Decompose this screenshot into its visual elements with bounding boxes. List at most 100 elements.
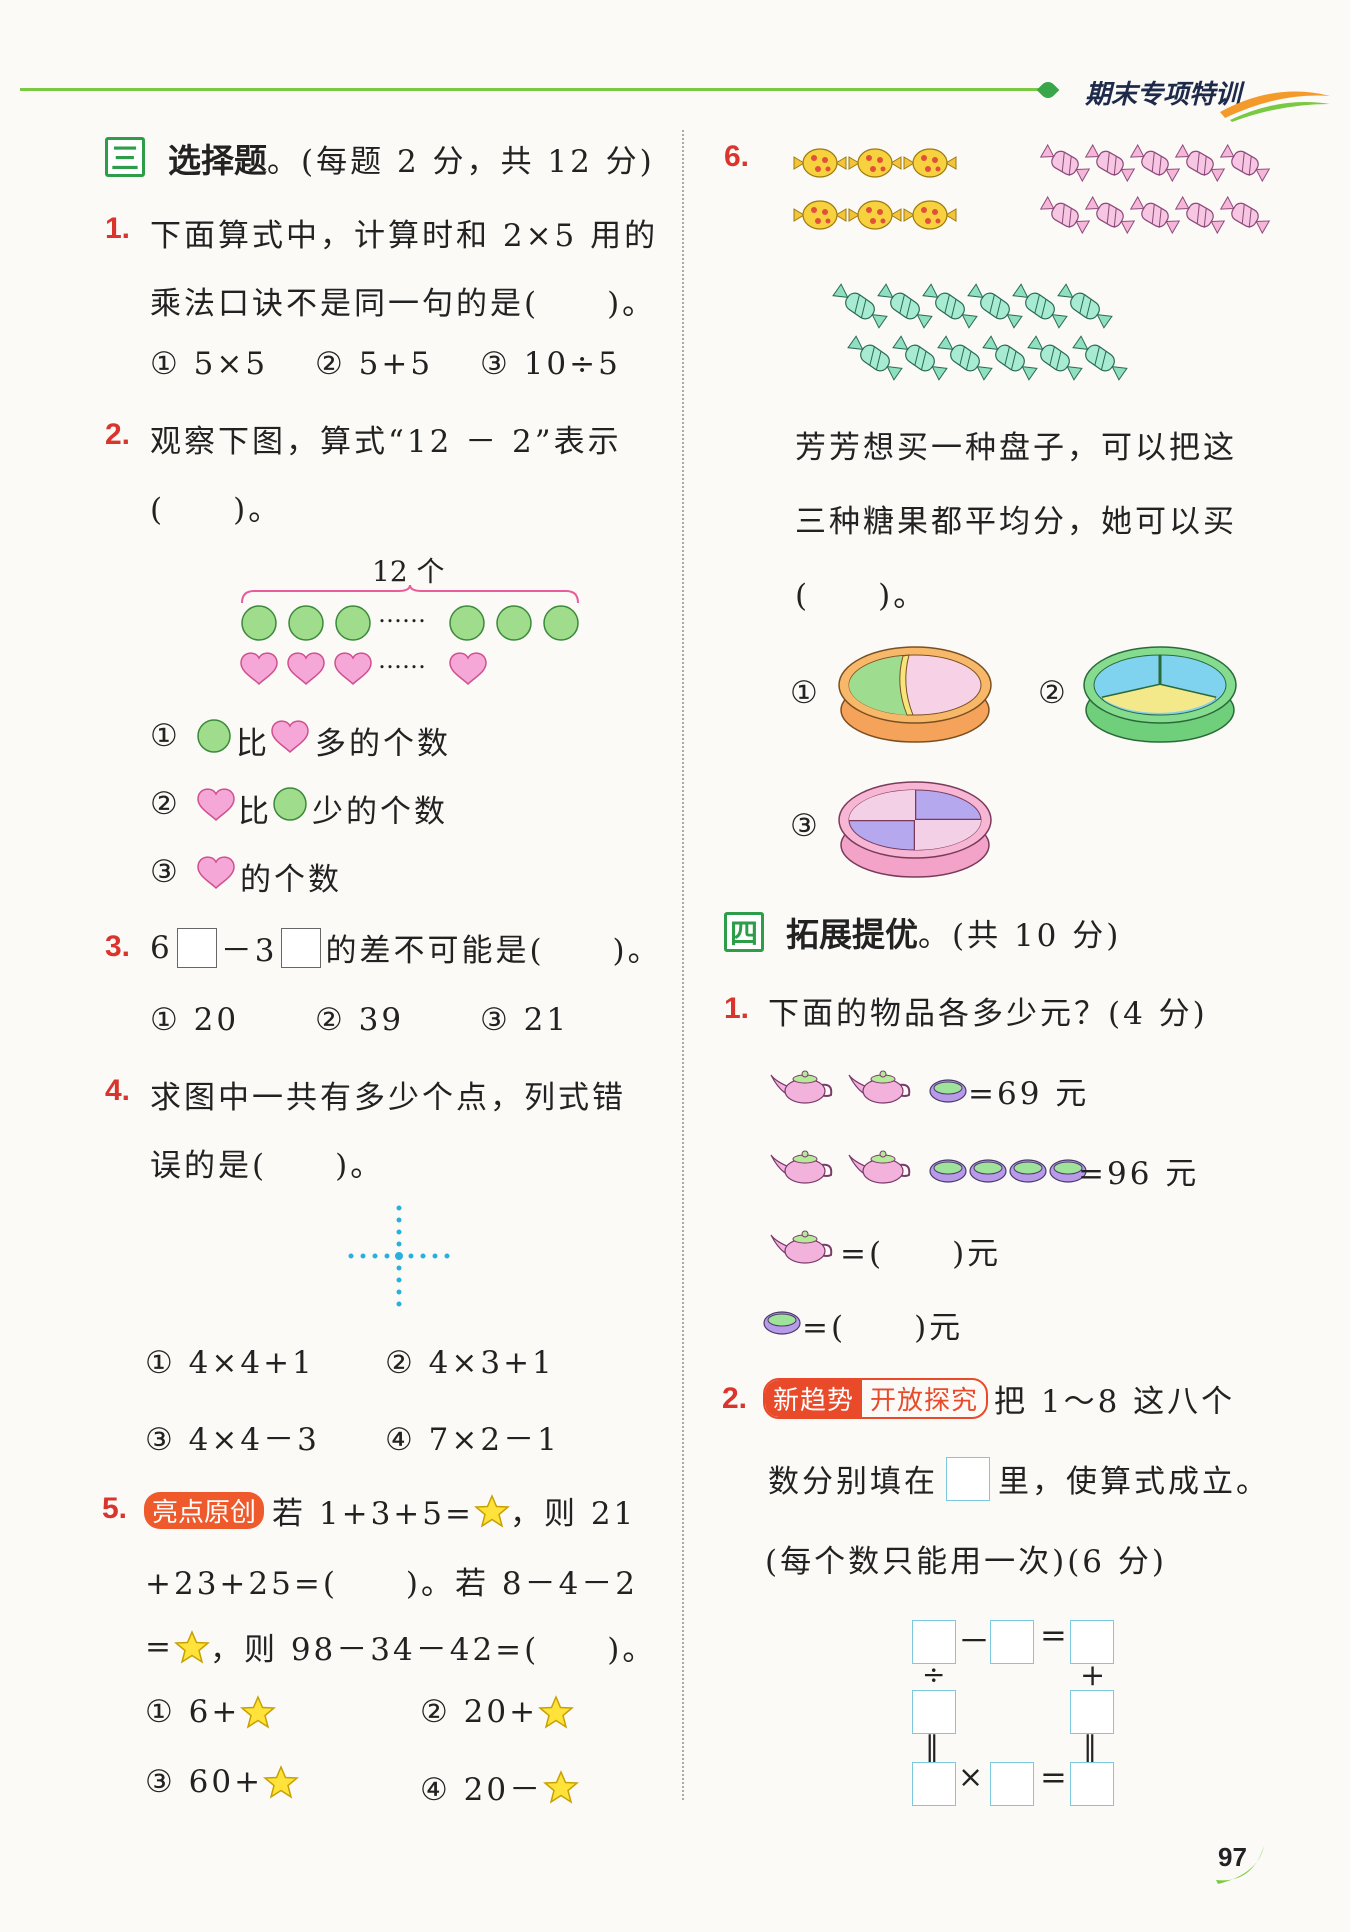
s4-q2-line2b: 里，使算式成立。 [998,1464,1270,1500]
header-title: 期末专项特训 [1085,80,1242,110]
q3-line: 6 －3 的差不可能是( )。 [150,925,662,970]
q3-mid: －3 [220,933,278,969]
q6-plate-four-part [838,781,992,878]
q1-line2: 乘法口诀不是同一句的是( )。 [150,286,657,322]
q5-option-2[interactable]: ② 20+ [420,1694,575,1730]
section-three-heading: 选择题。(每题 2 分，共 12 分) [168,134,655,182]
q2-option-1-heart-icon [271,720,309,753]
star-icon [174,1629,210,1664]
star-icon [543,1769,580,1804]
q5-line1b: ，则 21 [509,1496,637,1532]
puzzle-divide: ÷ [922,1658,946,1691]
q2-last-heart [449,652,487,685]
q4-number: 4. [105,1074,131,1107]
puzzle-eq-top: = [1040,1616,1067,1654]
q5-option-4-text: ④ 20－ [420,1772,544,1808]
puzzle-box-4[interactable] [912,1690,956,1734]
q4-option-3[interactable]: ③ 4×4－3 [145,1422,320,1458]
q6-number: 6. [724,140,750,173]
q2-line2: ( )。 [150,492,283,528]
q5-line3b: ，则 98－34－42=( )。 [209,1632,657,1668]
q5-option-3[interactable]: ③ 60+ [145,1764,300,1800]
q3-option-3[interactable]: ③ 21 [480,1002,570,1038]
q2-figure-label: 12 个 [372,555,445,588]
q6-option-1[interactable]: ① [790,675,821,711]
q2-circles-row [241,605,579,641]
q2-brace [241,585,579,604]
section-three-title: 选择题 [168,141,267,180]
puzzle-box-7[interactable] [990,1762,1034,1806]
puzzle-box-8[interactable] [1070,1762,1114,1806]
q5-line1a: 若 1+3+5= [272,1496,474,1532]
star-icon [473,1493,510,1528]
puzzle-equal-right: ‖ [1083,1730,1097,1763]
puzzle-plus: + [1080,1658,1106,1693]
q2-option-3-prefix[interactable]: ③ [150,854,181,890]
q2-option-2-end: 少的个数 [312,794,448,830]
q3-pre: 6 [150,929,173,966]
q2-circles-ellipsis: …… [378,600,426,628]
puzzle-box-1[interactable] [912,1620,956,1664]
s4-q2-line3: (每个数只能用一次)(6 分) [765,1544,1167,1580]
puzzle-equal-left: ‖ [925,1730,939,1763]
q2-option-2-circle-icon [273,787,307,821]
q2-option-1-prefix[interactable]: ① [150,718,181,754]
q5-line2: +23+25=( )。若 8－4－2 [145,1566,639,1602]
s4-q1-eq2: =96 元 [1078,1156,1200,1192]
section-three-subtitle: 。(每题 2 分，共 12 分) [267,144,655,180]
page-number: 97 [1218,1842,1247,1872]
s4-q1-eq1: =69 元 [968,1076,1090,1112]
s4-q2-number: 2. [722,1382,748,1415]
q2-option-2-prefix[interactable]: ② [150,786,181,822]
q2-option-3-heart-icon [197,856,235,889]
puzzle-box-3[interactable] [1070,1620,1114,1664]
q5-option-3-text: ③ 60+ [145,1764,264,1800]
q6-option-3[interactable]: ③ [790,808,821,844]
teapot-icon [770,1230,833,1264]
q1-line1: 下面算式中，计算时和 2×5 用的 [150,218,659,254]
q5-option-4[interactable]: ④ 20－ [420,1764,580,1809]
q5-number: 5. [102,1492,128,1525]
q3-blank-1[interactable] [176,927,217,968]
q2-option-1-end: 多的个数 [315,726,451,762]
puzzle-minus: － [958,1622,991,1660]
q4-line1: 求图中一共有多少个点，列式错 [150,1080,626,1116]
teapot-icon [770,1150,911,1184]
header-line [20,88,1040,91]
q5-line1: 亮点原创 若 1+3+5= ，则 21 [144,1488,636,1533]
s4-q2-tag: 新趋势开放探究 [763,1378,989,1419]
section-four-title: 拓展提优 [786,915,918,954]
q4-line2: 误的是( )。 [150,1148,385,1184]
q1-option-2[interactable]: ② 5+5 [315,346,434,382]
puzzle-box-6[interactable] [912,1762,956,1806]
puzzle-box-2[interactable] [990,1620,1034,1664]
q2-option-2-heart-icon [197,788,235,821]
q2-hearts-ellipsis: …… [378,646,426,674]
section-four-icon: 四 [724,912,764,952]
q3-option-2[interactable]: ② 39 [315,1002,405,1038]
q4-option-4[interactable]: ④ 7×2－1 [385,1422,560,1458]
q1-option-3[interactable]: ③ 10÷5 [480,346,621,382]
s4-q1-eq3[interactable]: =( )元 [840,1236,1002,1272]
q5-option-1-text: ① 6+ [145,1694,241,1730]
s4-q1-number: 1. [724,992,750,1025]
q5-tag: 亮点原创 [144,1492,265,1529]
q4-option-2[interactable]: ② 4×3+1 [385,1345,555,1381]
q6-green-candies [831,281,1129,383]
q3-option-1[interactable]: ① 20 [150,1002,240,1038]
bowl-icon [929,1079,967,1103]
puzzle-box-5[interactable] [1070,1690,1114,1734]
s4-q1-line: 下面的物品各多少元？(4 分) [768,996,1208,1032]
q2-option-1-mid: 比 [236,726,270,762]
q1-option-1[interactable]: ① 5×5 [150,346,269,382]
q6-plate-three-part [1083,646,1237,743]
star-icon [263,1765,300,1799]
q6-option-2[interactable]: ② [1038,675,1069,711]
q3-blank-2[interactable] [281,927,322,968]
q5-option-1[interactable]: ① 6+ [145,1694,277,1730]
puzzle-times: × [958,1760,984,1795]
page-number-swoosh [1216,1846,1264,1884]
q2-option-1-circle-icon [197,719,231,753]
s4-q1-eq4[interactable]: =( )元 [802,1310,964,1346]
q4-option-1[interactable]: ① 4×4+1 [145,1345,315,1381]
